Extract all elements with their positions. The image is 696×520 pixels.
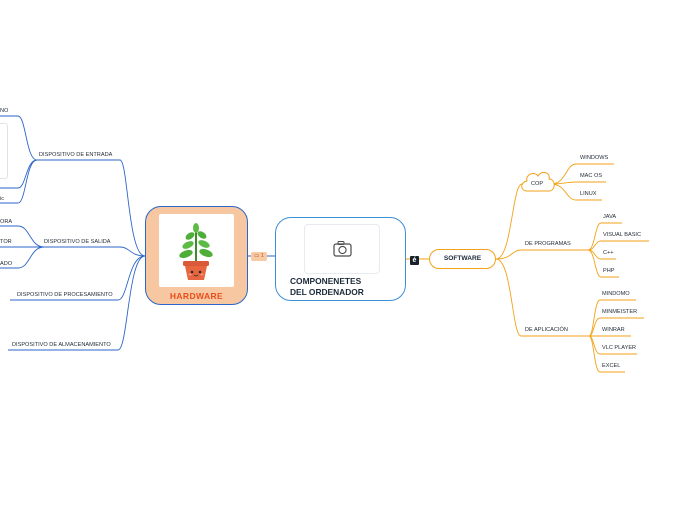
aplicacion-child-minmeister[interactable]: MINMEISTER <box>602 309 638 315</box>
salida-child-3[interactable]: ADO <box>0 261 13 267</box>
potted-plant-icon <box>179 223 213 280</box>
central-node[interactable]: COMPONENETES DEL ORDENADOR <box>275 217 406 301</box>
programas-child-java[interactable]: JAVA <box>603 214 617 220</box>
branch-dispositivo-almacenamiento[interactable]: DISPOSITIVO DE ALMACENAMIENTO <box>12 342 111 348</box>
branch-dispositivo-entrada[interactable]: DISPOSITIVO DE ENTRADA <box>39 152 113 158</box>
cop-cloud-shape <box>521 171 555 192</box>
entrada-child-2[interactable]: ic <box>0 196 5 202</box>
aplicacion-child-mindomo[interactable]: MINDOMO <box>602 291 630 297</box>
aplicacion-child-excel[interactable]: EXCEL <box>602 363 621 369</box>
image-placeholder-left <box>0 123 8 179</box>
cop-child-windows[interactable]: WINDOWS <box>580 155 609 161</box>
programas-child-cpp[interactable]: C++ <box>603 250 614 256</box>
note-icon[interactable]: é <box>410 256 419 265</box>
central-title-line2: DEL ORDENADOR <box>290 286 364 297</box>
cop-child-linux[interactable]: LINUX <box>580 191 597 197</box>
software-title: SOFTWARE <box>443 255 482 262</box>
hardware-node[interactable]: HARDWARE <box>145 206 248 305</box>
camera-icon <box>333 241 352 257</box>
branch-de-programas[interactable]: DE PROGRAMAS <box>525 241 571 247</box>
salida-child-1[interactable]: ORA <box>0 219 13 225</box>
branch-dispositivo-salida[interactable]: DISPOSITIVO DE SALIDA <box>44 239 111 245</box>
central-title-line1: COMPONENETES <box>290 276 362 286</box>
central-image-placeholder <box>304 224 380 274</box>
branch-dispositivo-procesamiento[interactable]: DISPOSITIVO DE PROCESAMIENTO <box>17 292 113 298</box>
hardware-image <box>159 214 234 287</box>
central-title: COMPONENETES DEL ORDENADOR <box>290 276 364 297</box>
branch-cop[interactable]: COP <box>531 181 544 187</box>
comment-count: 1 <box>260 253 264 259</box>
software-node[interactable]: SOFTWARE <box>429 249 496 269</box>
entrada-child-1[interactable]: NO <box>0 108 9 114</box>
comment-badge[interactable]: ▭ 1 <box>251 252 267 261</box>
programas-child-visual-basic[interactable]: VISUAL BASIC <box>603 232 642 238</box>
salida-child-2[interactable]: TOR <box>0 239 12 245</box>
aplicacion-child-winrar[interactable]: WINRAR <box>602 327 625 333</box>
hardware-title: HARDWARE <box>169 291 224 301</box>
comment-icon: ▭ <box>254 253 260 259</box>
branch-de-aplicacion[interactable]: DE APLICACIÓN <box>525 327 568 333</box>
cop-child-macos[interactable]: MAC OS <box>580 173 603 179</box>
programas-child-php[interactable]: PHP <box>603 268 615 274</box>
aplicacion-child-vlc-player[interactable]: VLC PLAYER <box>602 345 637 351</box>
